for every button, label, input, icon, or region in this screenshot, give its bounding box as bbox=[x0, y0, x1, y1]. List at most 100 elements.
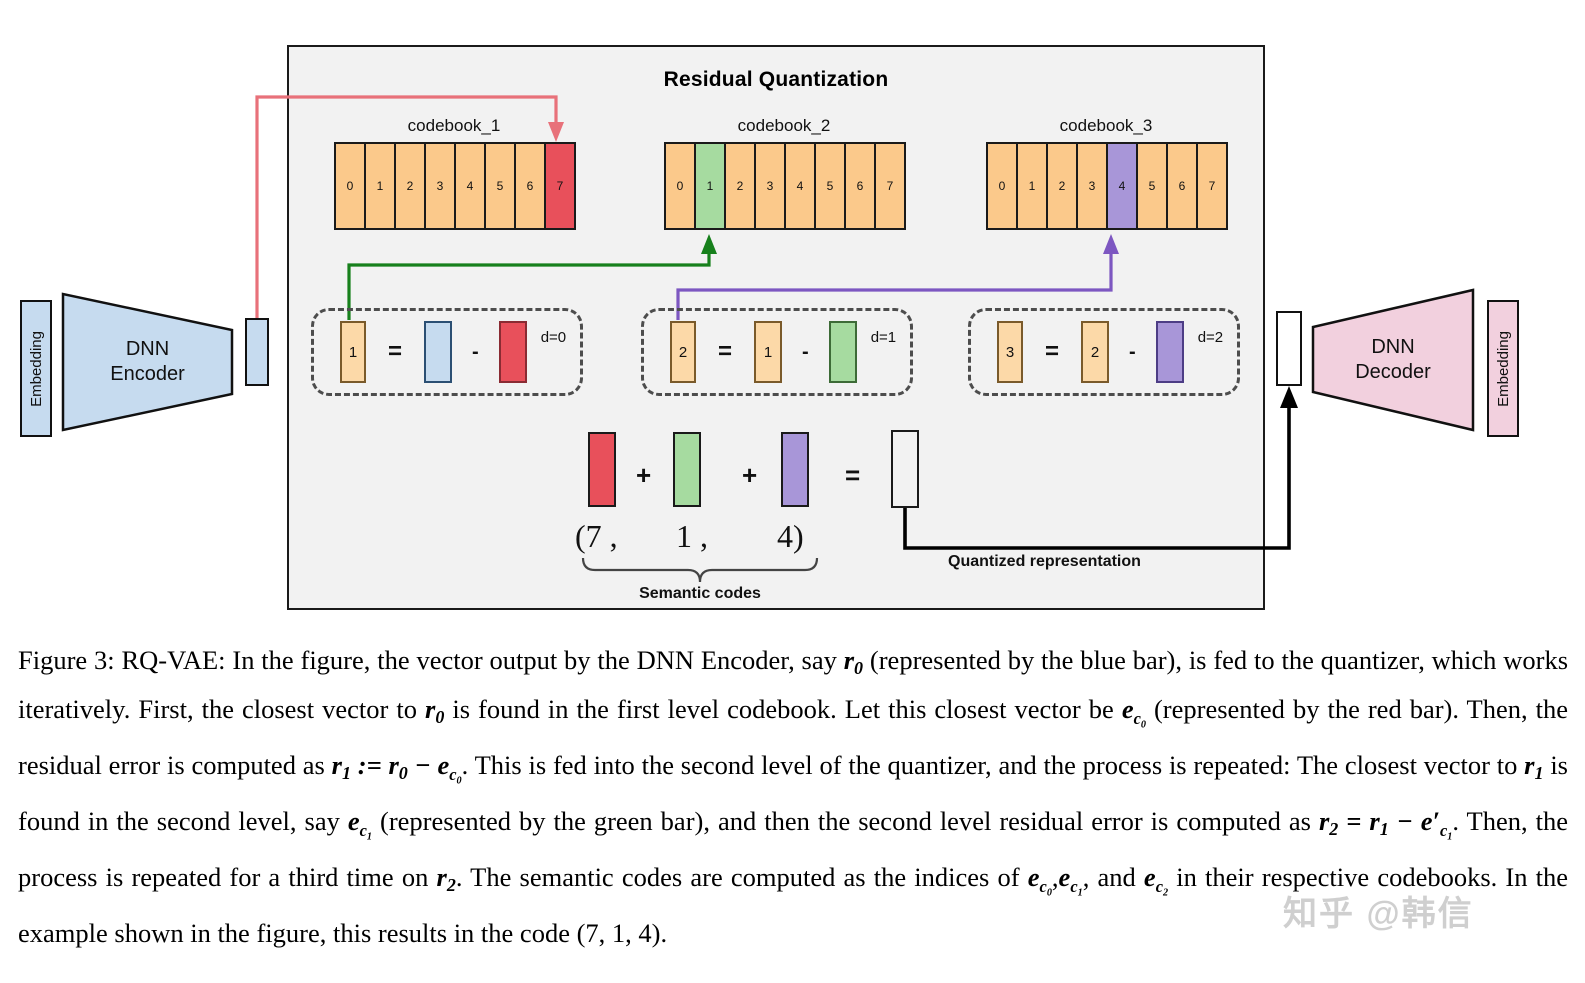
sum-plus-1: + bbox=[636, 460, 652, 490]
codebook-3-cell-3[interactable]: 3 bbox=[1076, 142, 1108, 230]
embedding-right-label: Embedding bbox=[1494, 330, 1512, 407]
residual-2-result-bar: 3 bbox=[997, 321, 1023, 383]
residual-1-subtrahend-bar bbox=[828, 321, 857, 383]
dnn-decoder-shape bbox=[1311, 288, 1475, 432]
codebook-1-cell-1[interactable]: 1 bbox=[364, 142, 396, 230]
codebook-1-cell-2[interactable]: 2 bbox=[394, 142, 426, 230]
residual-0-subtrahend-bar bbox=[498, 321, 527, 383]
codebook-3-cell-2[interactable]: 2 bbox=[1046, 142, 1078, 230]
codebook-3-cell-6[interactable]: 6 bbox=[1166, 142, 1198, 230]
dnn-encoder-label: DNN Encoder bbox=[63, 337, 232, 387]
residual-2-minuend-bar: 2 bbox=[1081, 321, 1110, 383]
codebook-2-cell-5[interactable]: 5 bbox=[814, 142, 846, 230]
caption-body-1: In the figure, the vector output by the … bbox=[232, 645, 837, 675]
sum-bar-quantized bbox=[891, 430, 919, 508]
caption-var-ec1-a: ec1 bbox=[347, 806, 373, 843]
caption-body-11: in their respective codebooks. In the ex… bbox=[18, 862, 1569, 949]
dnn-encoder-line1: DNN bbox=[125, 338, 170, 360]
residual-0-result-bar: 1 bbox=[340, 321, 366, 383]
caption-body-3: is found in the first level codebook. Le… bbox=[452, 694, 1114, 725]
residual-1-depth: d=1 bbox=[870, 328, 897, 346]
caption-title: RQ-VAE: bbox=[121, 645, 226, 675]
codebook-3-label: codebook_3 bbox=[1059, 116, 1153, 135]
caption-var-ec0-b: ec0 bbox=[1027, 862, 1052, 899]
caption-var-r0-a: r0 bbox=[843, 645, 864, 679]
codebook-3: codebook_3 0 1 2 3 4 5 6 7 bbox=[986, 116, 1228, 230]
dnn-decoder-label: DNN Decoder bbox=[1313, 335, 1473, 385]
residual-0-depth: d=0 bbox=[540, 328, 567, 346]
caption-var-r2: r2 bbox=[436, 862, 456, 896]
codebook-2-cell-2[interactable]: 2 bbox=[724, 142, 756, 230]
residual-2-depth: d=2 bbox=[1197, 328, 1224, 346]
dnn-decoder: DNN Decoder bbox=[1313, 290, 1473, 430]
caption-period: . bbox=[660, 918, 668, 949]
caption-var-r0-b: r0 bbox=[424, 694, 445, 728]
codebook-1-cell-0[interactable]: 0 bbox=[334, 142, 366, 230]
caption-body-8: . Then, the process is repeated for a th… bbox=[18, 806, 1568, 893]
caption-code-final: (7, 1, 4) bbox=[576, 918, 661, 949]
residual-box-1: 2 = 1 - d=1 bbox=[641, 308, 913, 396]
dnn-encoder: DNN Encoder bbox=[63, 294, 232, 430]
encoder-output-bar bbox=[245, 318, 269, 386]
caption-eq-r1: r1 := r0 − ec0 bbox=[331, 750, 462, 787]
residual-1-result-bar: 2 bbox=[670, 321, 696, 383]
codebook-3-cell-5[interactable]: 5 bbox=[1136, 142, 1168, 230]
embedding-left: Embedding bbox=[20, 300, 52, 437]
dnn-encoder-line2: Encoder bbox=[110, 363, 185, 385]
residual-2-minus: - bbox=[1129, 340, 1136, 363]
caption-body-7: (represented by the green bar), and then… bbox=[380, 806, 1311, 837]
dnn-decoder-line1: DNN bbox=[1371, 336, 1415, 358]
caption-body-2: (represented by the blue bar), is fed to… bbox=[18, 645, 1569, 725]
arrow-quantized-head bbox=[1280, 386, 1298, 408]
sum-plus-2: + bbox=[742, 460, 758, 490]
caption-var-ec1-b: ec1 bbox=[1058, 862, 1083, 899]
codebook-2: codebook_2 0 1 2 3 4 5 6 7 bbox=[664, 116, 906, 230]
codebook-2-cell-3[interactable]: 3 bbox=[754, 142, 786, 230]
residual-1-minus: - bbox=[802, 340, 809, 363]
semantic-codes-brace bbox=[581, 557, 819, 583]
residual-box-0: 1 = - d=0 bbox=[311, 308, 583, 396]
codebook-1-cell-3[interactable]: 3 bbox=[424, 142, 456, 230]
caption-body-9: . The semantic codes are computed as the… bbox=[455, 862, 1020, 893]
codebook-3-cell-4-selected[interactable]: 4 bbox=[1106, 142, 1138, 230]
codebook-1-label: codebook_1 bbox=[407, 116, 501, 135]
codebook-1-cell-7-selected[interactable]: 7 bbox=[544, 142, 576, 230]
caption-eq-r2: r2 = r1 − e′c1 bbox=[1318, 806, 1453, 843]
residual-2-subtrahend-bar bbox=[1155, 321, 1184, 383]
arrow-quantized-to-decoder bbox=[903, 400, 1291, 550]
figure-caption: Figure 3: RQ-VAE: In the figure, the vec… bbox=[18, 645, 1569, 949]
codebook-2-cell-7[interactable]: 7 bbox=[874, 142, 906, 230]
decoder-input-bar bbox=[1276, 311, 1302, 386]
sum-bar-red bbox=[588, 432, 616, 507]
residual-0-minus: - bbox=[472, 340, 479, 363]
caption-prefix: Figure 3: bbox=[18, 645, 115, 675]
codebook-1-cell-4[interactable]: 4 bbox=[454, 142, 486, 230]
semantic-code-part-2: 4) bbox=[777, 518, 804, 554]
sum-bar-purple bbox=[781, 432, 809, 507]
semantic-code-part-1: 1 , bbox=[676, 518, 708, 554]
codebook-1-cell-5[interactable]: 5 bbox=[484, 142, 516, 230]
arrow-purple-to-codebook3 bbox=[676, 248, 1113, 320]
codebook-2-label: codebook_2 bbox=[737, 116, 831, 135]
codebook-2-cell-6[interactable]: 6 bbox=[844, 142, 876, 230]
codebook-3-cell-0[interactable]: 0 bbox=[986, 142, 1018, 230]
embedding-right: Embedding bbox=[1487, 300, 1519, 437]
codebook-3-cell-7[interactable]: 7 bbox=[1196, 142, 1228, 230]
arrow-green-head bbox=[701, 234, 717, 254]
arrow-red-to-codebook1 bbox=[255, 95, 558, 318]
semantic-codes-label: Semantic codes bbox=[639, 585, 761, 602]
caption-var-r1: r1 bbox=[1524, 750, 1544, 784]
codebook-3-cell-1[interactable]: 1 bbox=[1016, 142, 1048, 230]
arrow-red-head bbox=[548, 122, 564, 142]
caption-var-ec0-a: ec0 bbox=[1121, 694, 1146, 731]
caption-body-4: (represented by the red bar). Then, the … bbox=[18, 694, 1568, 781]
codebook-2-cell-0[interactable]: 0 bbox=[664, 142, 696, 230]
codebook-2-cell-4[interactable]: 4 bbox=[784, 142, 816, 230]
codebook-2-cell-1-selected[interactable]: 1 bbox=[694, 142, 726, 230]
caption-body-5: . This is fed into the second level of t… bbox=[461, 750, 1518, 781]
codebook-1: codebook_1 0 1 2 3 4 5 6 7 bbox=[334, 116, 576, 230]
embedding-left-label: Embedding bbox=[27, 330, 45, 407]
codebook-1-cell-6[interactable]: 6 bbox=[514, 142, 546, 230]
